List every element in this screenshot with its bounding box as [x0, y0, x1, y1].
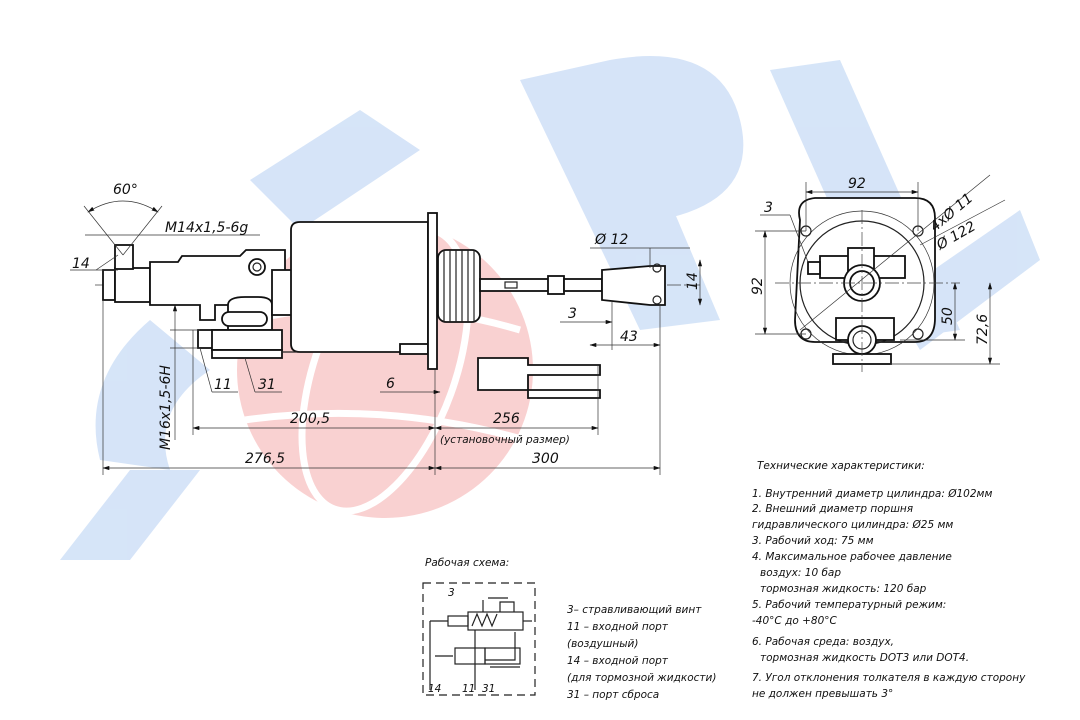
- spec-line: тормозная жидкость: 120 бар: [760, 583, 927, 595]
- side-view: 60° M14x1,5-6g 14 M16x1,5-6H 11 31 6 200…: [70, 182, 703, 475]
- spec-line: воздух: 10 бар: [760, 567, 841, 579]
- front-view: 92 92 3 4xØ 11 Ø 122 50 72,6: [750, 174, 1006, 372]
- nozzle-nut: [102, 269, 116, 301]
- technical-specs: Технические характеристики: 1. Внутренни…: [752, 460, 1026, 700]
- port-31-label: 31: [258, 377, 276, 393]
- dim-200-5: 200,5: [290, 411, 330, 427]
- legend-item: 3– стравливающий винт: [567, 604, 702, 616]
- dim-6: 6: [386, 376, 395, 392]
- dim-43: 43: [620, 329, 638, 345]
- spec-line: 1. Внутренний диаметр цилиндра: Ø102мм: [752, 488, 992, 500]
- spec-line: 2. Внешний диаметр поршня: [752, 503, 913, 515]
- cylinder-body: [290, 221, 429, 353]
- dim-72-6: 72,6: [975, 314, 991, 345]
- dim-height-92: 92: [750, 277, 766, 295]
- dim-50: 50: [940, 307, 956, 325]
- scheme-legend: 3– стравливающий винт 11 – входной порт …: [567, 604, 716, 701]
- scheme-label-31: 31: [482, 683, 495, 695]
- specs-title: Технические характеристики:: [757, 460, 925, 472]
- spec-line: 7. Угол отклонения толкателя в каждую ст…: [752, 672, 1026, 684]
- dim-256: 256: [493, 411, 520, 427]
- spec-line: 3. Рабочий ход: 75 мм: [752, 535, 874, 547]
- dim-256-note: (установочный размер): [440, 434, 570, 446]
- spec-line: не должен превышать 3°: [752, 688, 893, 700]
- scheme-title: Рабочая схема:: [425, 557, 509, 569]
- legend-item: 31 – порт сброса: [567, 689, 659, 701]
- spec-line: 4. Максимальное рабочее давление: [752, 551, 952, 563]
- spec-line: гидравлического цилиндра: Ø25 мм: [752, 519, 953, 531]
- dim-14: 14: [685, 272, 701, 290]
- scheme-label-14: 14: [428, 683, 441, 695]
- legend-item: (для тормозной жидкости): [567, 672, 716, 684]
- legend-item: 11 – входной порт: [567, 621, 669, 633]
- thread-bottom-label: M16x1,5-6H: [158, 365, 174, 450]
- legend-item: (воздушный): [567, 638, 638, 650]
- scheme-label-11: 11: [462, 683, 475, 695]
- legend-item: 14 – входной порт: [567, 655, 669, 667]
- bellows: [437, 249, 481, 323]
- scheme-label-3: 3: [448, 587, 455, 599]
- clevis-alternate: [477, 357, 601, 399]
- working-scheme: Рабочая схема: 3 14 11 31 3– стравливающ…: [422, 557, 716, 701]
- flange: [427, 212, 438, 370]
- label-3: 3: [764, 200, 773, 216]
- dim-diam-12: Ø 12: [594, 232, 628, 248]
- spec-line: 6. Рабочая среда: воздух,: [752, 636, 894, 648]
- dim-3: 3: [568, 306, 577, 322]
- dim-width-92: 92: [848, 176, 866, 192]
- spec-line: 5. Рабочий температурный режим:: [752, 599, 946, 611]
- port-11-label: 11: [214, 377, 232, 393]
- thread-top-label: M14x1,5-6g: [165, 220, 248, 236]
- push-rod: [479, 278, 551, 292]
- spec-line: -40°С до +80°С: [752, 615, 837, 627]
- angle-label: 60°: [113, 182, 138, 198]
- spec-line: тормозная жидкость DOT3 или DOT4.: [760, 652, 969, 664]
- port-14-label: 14: [72, 256, 90, 272]
- dim-300: 300: [532, 451, 559, 467]
- dim-276-5: 276,5: [245, 451, 285, 467]
